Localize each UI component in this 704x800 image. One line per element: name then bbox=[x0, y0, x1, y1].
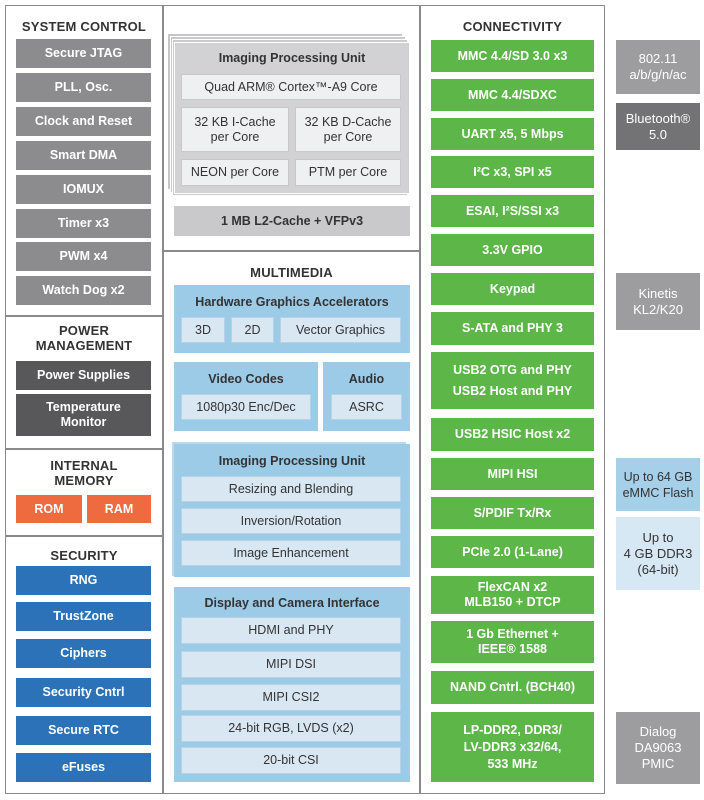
emmc-flash-block: Up to 64 GB eMMC Flash bbox=[616, 458, 700, 511]
dcache-block: 32 KB D-Cache per Core bbox=[295, 107, 401, 152]
icache-block: 32 KB I-Cache per Core bbox=[181, 107, 289, 152]
mmc-sdxc-block: MMC 4.4/SDXC bbox=[431, 79, 594, 111]
mipi-hsi-block: MIPI HSI bbox=[431, 458, 594, 490]
ciphers-block: Ciphers bbox=[16, 639, 151, 668]
internal-memory-title: INTERNAL MEMORY bbox=[50, 458, 118, 488]
graphics-accelerators-title: Hardware Graphics Accelerators bbox=[195, 295, 389, 309]
pmic-block: Dialog DA9063 PMIC bbox=[616, 712, 700, 784]
ddr-controller-block: LP-DDR2, DDR3/ LV-DDR3 x32/64, 533 MHz bbox=[431, 712, 594, 782]
audio-title: Audio bbox=[348, 372, 385, 386]
inversion-rotation-block: Inversion/Rotation bbox=[181, 508, 401, 534]
rom-block: ROM bbox=[16, 495, 82, 523]
mipi-dsi-block: MIPI DSI bbox=[181, 651, 401, 678]
smart-dma-block: Smart DMA bbox=[16, 141, 151, 170]
display-camera-title: Display and Camera Interface bbox=[204, 596, 380, 610]
ipu-title: Imaging Processing Unit bbox=[218, 454, 366, 468]
neon-block: NEON per Core bbox=[181, 159, 289, 186]
system-control-title: SYSTEM CONTROL bbox=[21, 19, 147, 34]
ethernet-block: 1 Gb Ethernet + IEEE® 1588 bbox=[431, 621, 594, 663]
image-enhancement-block: Image Enhancement bbox=[181, 540, 401, 566]
kinetis-block: Kinetis KL2/K20 bbox=[616, 273, 700, 330]
arm-core-block: Quad ARM® Cortex™-A9 Core bbox=[181, 74, 401, 100]
usb2-otg-host-block: USB2 OTG and PHY USB2 Host and PHY bbox=[431, 352, 594, 409]
spdif-block: S/PDIF Tx/Rx bbox=[431, 497, 594, 529]
security-title: SECURITY bbox=[50, 548, 118, 563]
cpu-title: Imaging Processing Unit bbox=[218, 51, 366, 65]
bluetooth-block: Bluetooth® 5.0 bbox=[616, 103, 700, 150]
trustzone-block: TrustZone bbox=[16, 602, 151, 631]
usb2-hsic-block: USB2 HSIC Host x2 bbox=[431, 418, 594, 451]
pcie-block: PCIe 2.0 (1-Lane) bbox=[431, 536, 594, 568]
pll-osc-block: PLL, Osc. bbox=[16, 73, 151, 102]
mipi-csi2-block: MIPI CSI2 bbox=[181, 684, 401, 711]
resizing-blending-block: Resizing and Blending bbox=[181, 476, 401, 502]
hdmi-phy-block: HDMI and PHY bbox=[181, 617, 401, 644]
graphics-3d-block: 3D bbox=[181, 317, 225, 343]
flexcan-mlb-block: FlexCAN x2 MLB150 + DTCP bbox=[431, 576, 594, 614]
ptm-block: PTM per Core bbox=[295, 159, 401, 186]
secure-jtag-block: Secure JTAG bbox=[16, 39, 151, 68]
mmc-sd-block: MMC 4.4/SD 3.0 x3 bbox=[431, 40, 594, 72]
timer-block: Timer x3 bbox=[16, 209, 151, 238]
esai-i2s-block: ESAI, I²S/SSI x3 bbox=[431, 195, 594, 227]
security-cntrl-block: Security Cntrl bbox=[16, 678, 151, 707]
ddr3-memory-block: Up to 4 GB DDR3 (64-bit) bbox=[616, 517, 700, 590]
secure-rtc-block: Secure RTC bbox=[16, 716, 151, 745]
multimedia-title: MULTIMEDIA bbox=[250, 265, 333, 280]
gpio-block: 3.3V GPIO bbox=[431, 234, 594, 266]
rng-block: RNG bbox=[16, 566, 151, 595]
nand-block: NAND Cntrl. (BCH40) bbox=[431, 671, 594, 704]
temperature-monitor-block: Temperature Monitor bbox=[16, 394, 151, 436]
rgb-lvds-block: 24-bit RGB, LVDS (x2) bbox=[181, 715, 401, 742]
wifi-block: 802.11 a/b/g/n/ac bbox=[616, 40, 700, 94]
watchdog-block: Watch Dog x2 bbox=[16, 276, 151, 305]
iomux-block: IOMUX bbox=[16, 175, 151, 204]
csi-20bit-block: 20-bit CSI bbox=[181, 747, 401, 774]
power-management-title: POWER MANAGEMENT bbox=[35, 323, 133, 353]
vector-graphics-block: Vector Graphics bbox=[280, 317, 401, 343]
keypad-block: Keypad bbox=[431, 273, 594, 305]
video-codes-title: Video Codes bbox=[208, 372, 284, 386]
graphics-2d-block: 2D bbox=[231, 317, 274, 343]
connectivity-title: CONNECTIVITY bbox=[462, 19, 563, 34]
i2c-spi-block: I²C x3, SPI x5 bbox=[431, 156, 594, 188]
power-supplies-block: Power Supplies bbox=[16, 361, 151, 390]
sata-block: S-ATA and PHY 3 bbox=[431, 312, 594, 345]
ram-block: RAM bbox=[87, 495, 151, 523]
pwm-block: PWM x4 bbox=[16, 242, 151, 271]
l2-cache-block: 1 MB L2-Cache + VFPv3 bbox=[174, 206, 410, 236]
asrc-block: ASRC bbox=[331, 394, 402, 420]
video-1080p-block: 1080p30 Enc/Dec bbox=[181, 394, 311, 420]
clock-reset-block: Clock and Reset bbox=[16, 107, 151, 136]
uart-block: UART x5, 5 Mbps bbox=[431, 118, 594, 150]
efuses-block: eFuses bbox=[16, 753, 151, 782]
